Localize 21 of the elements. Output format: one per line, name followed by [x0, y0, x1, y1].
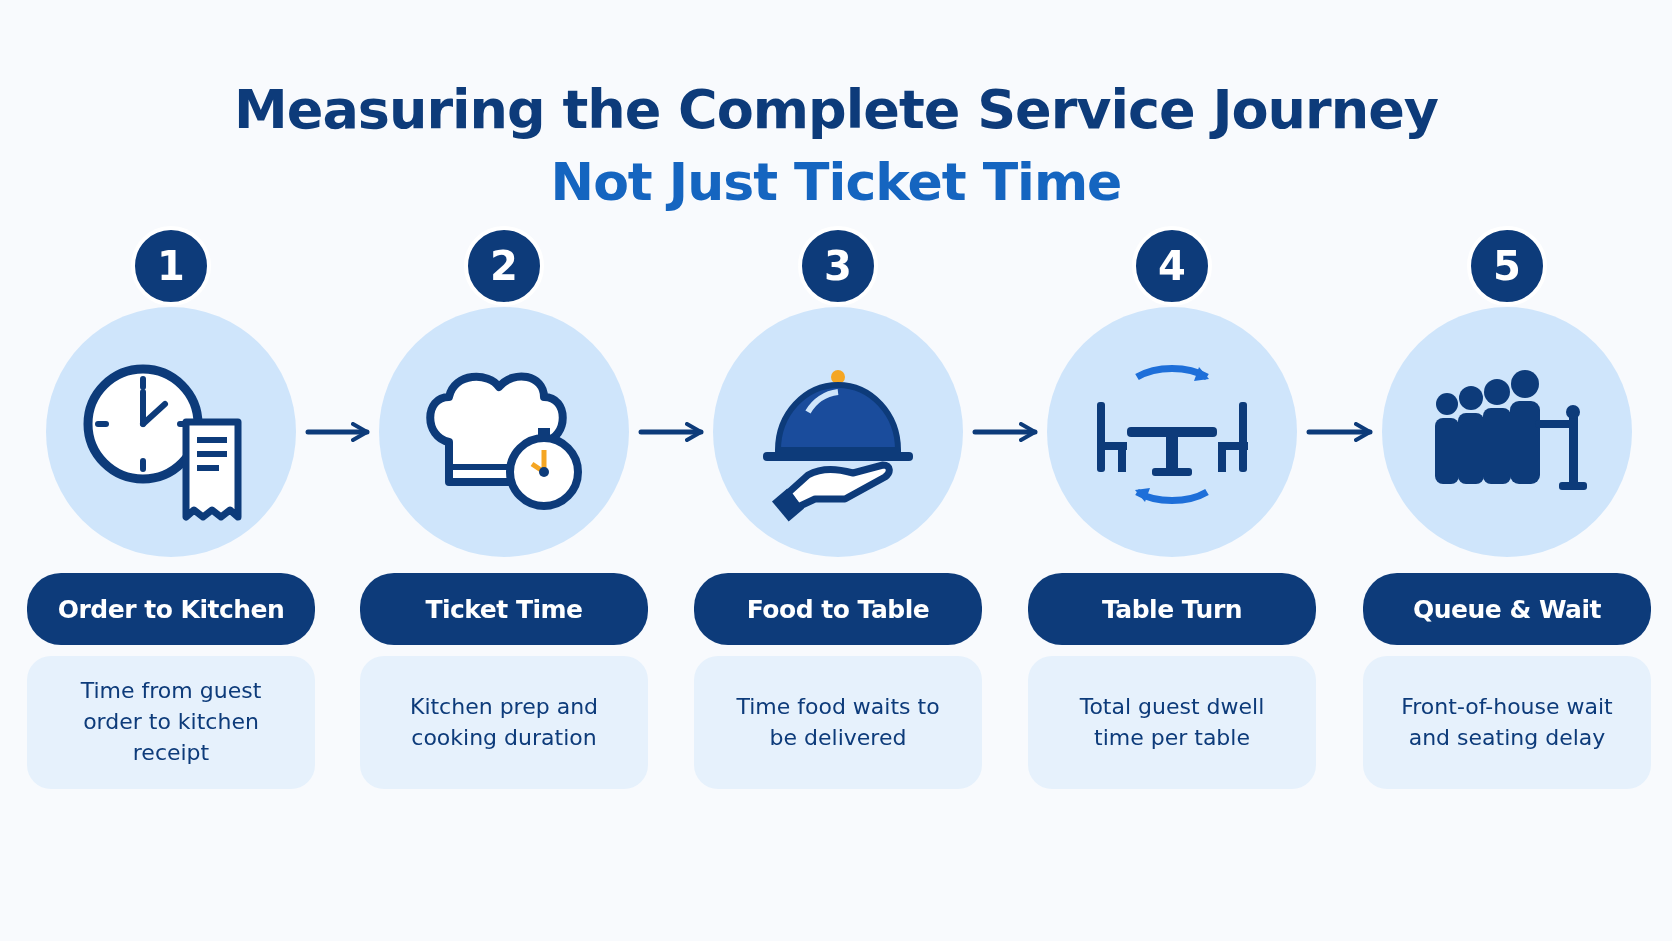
description-card: Front-of-house wait and seating delay	[1363, 656, 1651, 789]
subtitle: Not Just Ticket Time	[549, 152, 1123, 212]
description-card: Total guest dwell time per table	[1028, 656, 1316, 789]
step-title-pill: Order to Kitchen	[27, 573, 315, 645]
step-title-pill: Queue & Wait	[1363, 573, 1651, 645]
step-title-pill: Table Turn	[1028, 573, 1316, 645]
step-title-pill: Ticket Time	[360, 573, 648, 645]
step-number-badge: 1	[131, 226, 211, 306]
arrow	[1306, 422, 1373, 442]
arrow	[638, 422, 704, 442]
description-card: Kitchen prep and cooking duration	[360, 656, 648, 789]
arrow	[972, 422, 1038, 442]
step-number-badge: 4	[1132, 226, 1212, 306]
description-card: Time from guest order to kitchen receipt	[27, 656, 315, 789]
step-number-badge: 3	[798, 226, 878, 306]
step-number-badge: 5	[1467, 226, 1547, 306]
description-card: Time food waits to be delivered	[694, 656, 982, 789]
step-title-pill: Food to Table	[694, 573, 982, 645]
title: Measuring the Complete Service Journey	[233, 78, 1439, 141]
arrow	[305, 422, 370, 442]
step-number-badge: 2	[464, 226, 544, 306]
